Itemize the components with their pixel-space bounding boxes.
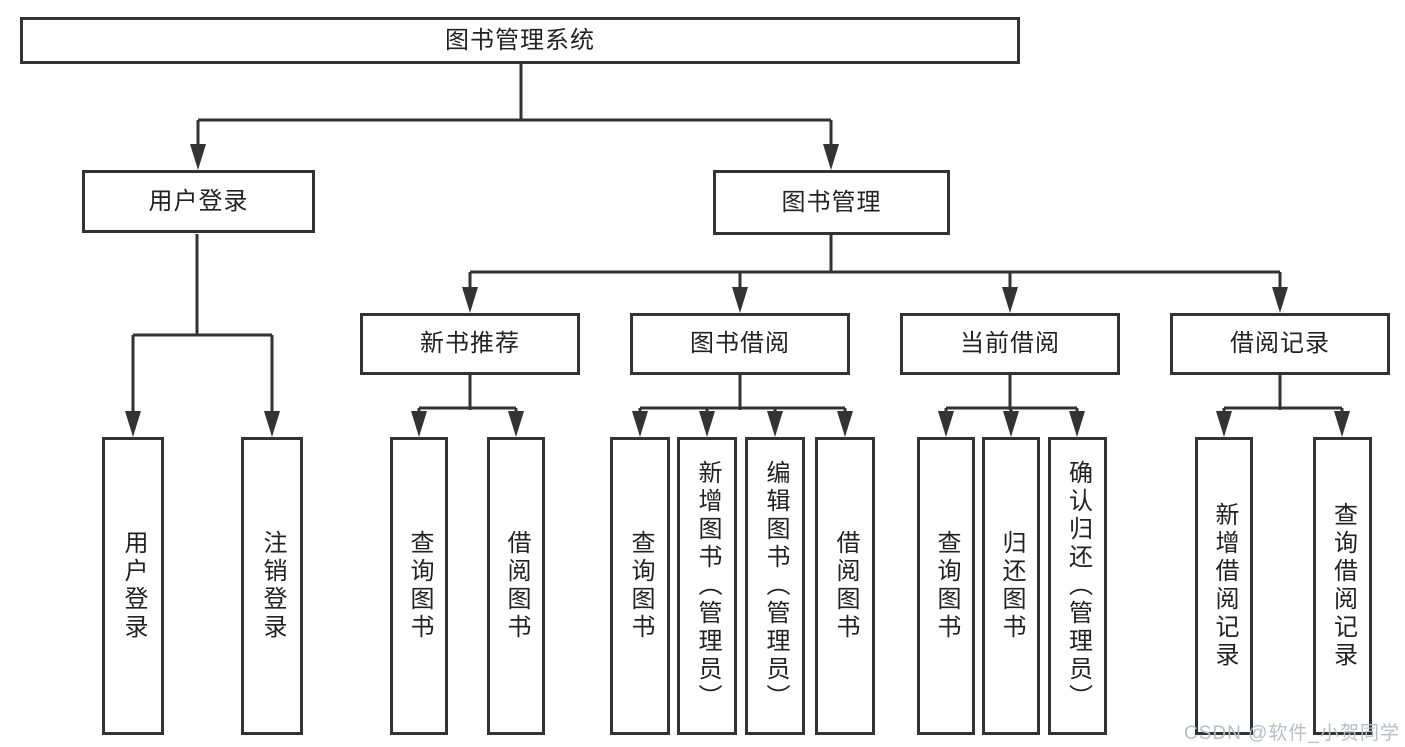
node-book-management-label: 图书管理 bbox=[781, 188, 882, 216]
edge-new-book-recommend-to-leaves bbox=[417, 375, 518, 414]
leaf-bb-borrow-books: 借阅图书 bbox=[815, 437, 875, 735]
node-user-login-label: 用户登录 bbox=[148, 187, 249, 215]
node-current-borrowing-label: 当前借阅 bbox=[960, 330, 1060, 357]
leaf-bb-edit-book-admin: 编辑图书（管理员） bbox=[745, 437, 805, 735]
node-borrow-records-label: 借阅记录 bbox=[1230, 330, 1330, 357]
leaf-user-login: 用户登录 bbox=[102, 437, 164, 735]
arrowheads bbox=[125, 144, 1350, 437]
leaf-br-add-record-label: 新增借阅记录 bbox=[1211, 502, 1238, 670]
edge-root-to-level2 bbox=[196, 64, 833, 146]
node-library-system: 图书管理系统 bbox=[20, 17, 1020, 64]
leaf-cb-confirm-return-admin-label: 确认归还（管理员） bbox=[1064, 460, 1092, 712]
leaf-nbr-query-books-label: 查询图书 bbox=[406, 530, 433, 642]
node-book-borrowing-label: 图书借阅 bbox=[690, 330, 790, 357]
csdn-watermark: CSDN @软件_小贺同学 bbox=[1184, 723, 1400, 744]
edge-current-borrowing-to-leaves bbox=[944, 375, 1079, 414]
edge-book-management-to-level3 bbox=[468, 234, 1282, 289]
leaf-nbr-borrow-books: 借阅图书 bbox=[487, 437, 545, 735]
leaf-nbr-borrow-books-label: 借阅图书 bbox=[503, 530, 530, 642]
leaf-br-query-record-label: 查询借阅记录 bbox=[1329, 502, 1357, 670]
node-book-management: 图书管理 bbox=[713, 170, 950, 235]
leaf-bb-query-books-label: 查询图书 bbox=[627, 530, 654, 642]
leaf-cb-return-books-label: 归还图书 bbox=[998, 530, 1025, 642]
node-new-book-recommend-label: 新书推荐 bbox=[420, 330, 520, 357]
leaf-logout-login: 注销登录 bbox=[241, 437, 303, 735]
leaf-bb-add-book-admin-label: 新增图书（管理员） bbox=[694, 460, 721, 712]
node-library-system-label: 图书管理系统 bbox=[445, 26, 595, 54]
leaf-logout-login-label: 注销登录 bbox=[259, 530, 286, 642]
leaf-cb-query-books: 查询图书 bbox=[917, 437, 975, 735]
leaf-bb-borrow-books-label: 借阅图书 bbox=[832, 530, 859, 642]
node-borrow-records: 借阅记录 bbox=[1170, 313, 1390, 375]
node-current-borrowing: 当前借阅 bbox=[900, 313, 1120, 375]
leaf-bb-add-book-admin: 新增图书（管理员） bbox=[677, 437, 737, 735]
leaf-br-add-record: 新增借阅记录 bbox=[1195, 437, 1253, 735]
edge-book-borrowing-to-leaves bbox=[638, 375, 847, 414]
leaf-cb-confirm-return-admin: 确认归还（管理员） bbox=[1048, 437, 1107, 735]
leaf-bb-query-books: 查询图书 bbox=[610, 437, 670, 735]
node-user-login: 用户登录 bbox=[82, 170, 315, 233]
leaf-cb-query-books-label: 查询图书 bbox=[933, 530, 960, 642]
edge-borrow-records-to-leaves bbox=[1222, 375, 1344, 414]
edge-user-login-to-leaves bbox=[131, 234, 274, 413]
node-new-book-recommend: 新书推荐 bbox=[360, 313, 580, 375]
leaf-bb-edit-book-admin-label: 编辑图书（管理员） bbox=[762, 460, 789, 712]
leaf-user-login-label: 用户登录 bbox=[120, 530, 147, 642]
leaf-br-query-record: 查询借阅记录 bbox=[1313, 437, 1372, 735]
leaf-nbr-query-books: 查询图书 bbox=[390, 437, 448, 735]
node-book-borrowing: 图书借阅 bbox=[630, 313, 850, 375]
leaf-cb-return-books: 归还图书 bbox=[982, 437, 1040, 735]
